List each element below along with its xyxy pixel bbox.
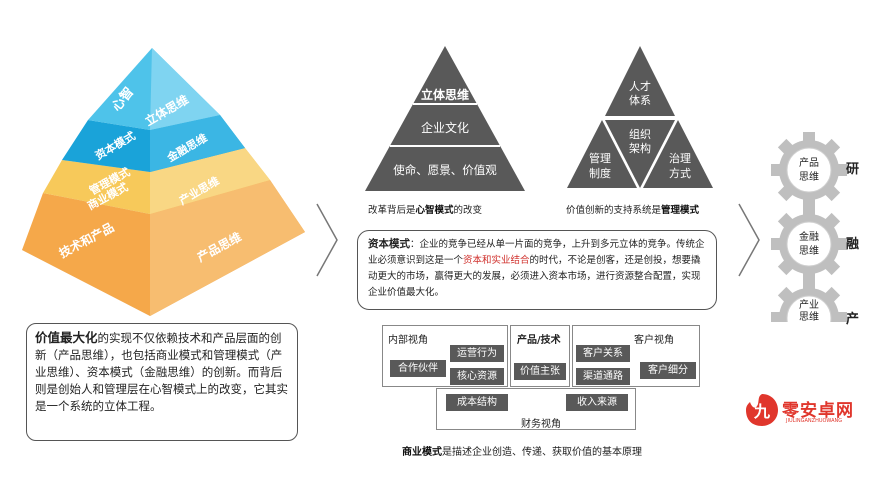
mgmt-center-label-2: 架构 — [629, 141, 651, 155]
watermark: 九 零安卓网 JIULINGANZHUOWANG — [744, 392, 884, 432]
value-pyramid: 心智 立体思维 资本模式 金融思维 管理模式 商业模式 产业思维 技术和产品 产… — [22, 48, 305, 316]
mgmt-left-label-2: 制度 — [589, 166, 611, 180]
watermark-logo-icon: 九 — [746, 394, 778, 426]
core-resources-block: 核心资源 — [450, 368, 504, 385]
summary-bold: 价值最大化 — [35, 330, 98, 345]
gear-side-label-2: 融 — [846, 237, 860, 252]
business-caption: 商业模式是描述企业创造、传递、获取价值的基本原理 — [402, 447, 642, 458]
capital-bold: 资本模式 — [368, 238, 410, 250]
mgmt-top-label-1: 人才 — [629, 79, 651, 93]
mgmt-caption: 价值创新的支持系统是管理模式 — [566, 205, 700, 216]
channels-block: 渠道通路 — [576, 368, 630, 385]
product-view-title: 产品/技术 — [517, 335, 561, 346]
gears-graphic: 产品 思维 金融 思维 产业 思维 — [770, 132, 848, 322]
watermark-sub: JIULINGANZHUOWANG — [786, 418, 843, 424]
gear-side-label-3: 产 — [846, 312, 860, 327]
partner-block: 合作伙伴 — [390, 360, 446, 377]
svg-text:金融: 金融 — [799, 230, 819, 243]
value-prop-block: 价值主张 — [514, 363, 566, 380]
summary-text: 的实现不仅依赖技术和产品层面的创新（产品思维），也包括商业模式和管理模式（产业思… — [35, 331, 288, 413]
arrow-right-icon-2 — [738, 203, 760, 277]
mgmt-center-label-1: 组织 — [629, 127, 651, 141]
cost-block: 成本结构 — [446, 394, 508, 411]
watermark-brand: 零安卓网 — [782, 401, 854, 421]
arrow-right-icon — [316, 203, 338, 277]
internal-view-title: 内部视角 — [388, 335, 428, 346]
svg-text:产业: 产业 — [799, 298, 819, 311]
mgmt-left-label-1: 管理 — [589, 151, 611, 165]
gear-side-label-1: 研 — [846, 162, 860, 177]
summary-box: 价值最大化的实现不仅依赖技术和产品层面的创新（产品思维），也包括商业模式和管理模… — [26, 323, 298, 441]
mind-model-triangle: 立体思维 企业文化 使命、愿景、价值观 — [365, 46, 525, 191]
mgmt-top-label-2: 体系 — [629, 93, 651, 107]
mind-middle-label: 企业文化 — [421, 120, 469, 135]
capital-box: 资本模式：企业的竞争已经从单一片面的竞争，上升到多元立体的竞争。传统企业必须意识… — [357, 230, 717, 310]
management-model-triangle: 人才 体系 组织 架构 管理 制度 治理 方式 — [567, 46, 713, 188]
svg-text:思维: 思维 — [799, 244, 819, 257]
mgmt-right-label-1: 治理 — [669, 151, 691, 165]
svg-text:产品: 产品 — [799, 156, 819, 169]
mind-caption: 改革背后是心智模式的改变 — [368, 205, 483, 216]
segments-block: 客户细分 — [640, 362, 696, 379]
svg-text:九: 九 — [753, 402, 770, 421]
mind-bottom-label: 使命、愿景、价值观 — [393, 163, 497, 177]
svg-text:思维: 思维 — [799, 170, 819, 183]
mgmt-right-label-2: 方式 — [669, 166, 691, 180]
mind-top-label: 立体思维 — [421, 87, 469, 102]
customer-view-title: 客户视角 — [634, 335, 674, 346]
revenue-block: 收入来源 — [566, 394, 628, 411]
operations-block: 运营行为 — [450, 345, 504, 362]
finance-view-title: 财务视角 — [521, 419, 561, 430]
svg-text:思维: 思维 — [799, 310, 819, 322]
customer-rel-block: 客户关系 — [576, 345, 630, 362]
